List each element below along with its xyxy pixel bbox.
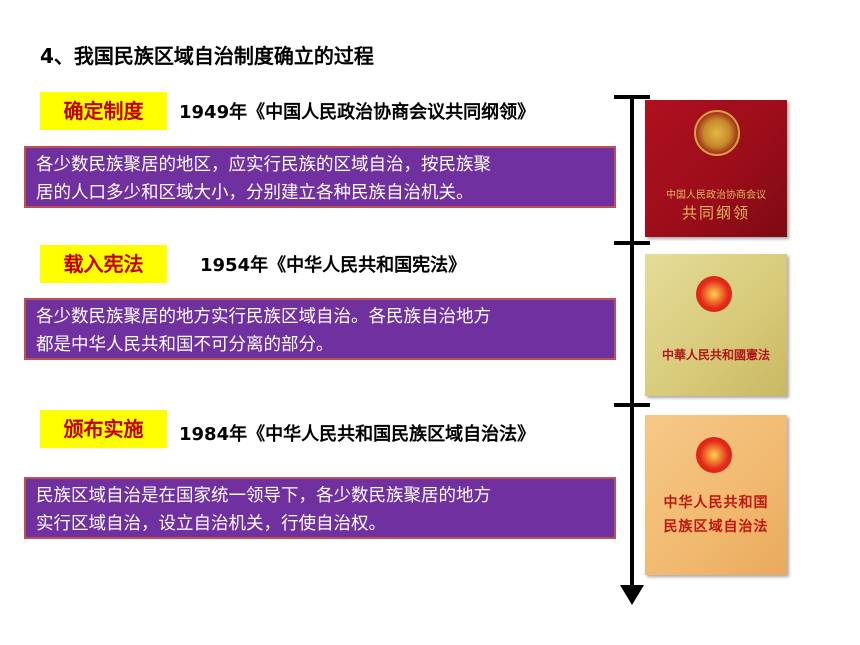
cover-title-line-1: 中国人民政治协商会议 [666,190,766,201]
stage-tag-1: 确定制度 [40,92,167,130]
stage-description-3: 民族区域自治是在国家统一领导下，各少数民族聚居的地方 实行区域自治，设立自治机关… [24,477,616,539]
page-title: 4、我国民族区域自治制度确立的过程 [40,44,374,68]
description-line: 都是中华人民共和国不可分离的部分。 [36,335,334,355]
national-emblem-icon [696,276,732,312]
timeline-axis [630,95,634,591]
timeline-tick-1 [614,95,650,99]
description-line: 实行区域自治，设立自治机关，行使自治权。 [36,514,386,534]
stage-tag-2: 载入宪法 [40,245,167,283]
cover-title-line-1: 中华人民共和国 [663,495,769,511]
stage-document-3: 1984年《中华人民共和国民族区域自治法》 [179,424,536,445]
description-line: 各少数民族聚居的地方实行民族区域自治。各民族自治地方 [36,307,491,327]
stage-tag-3: 颁布实施 [40,410,167,448]
description-line: 居的人口多少和区域大小，分别建立各种民族自治机关。 [36,183,474,203]
timeline-arrow-icon [620,585,644,605]
stage-document-2: 1954年《中华人民共和国宪法》 [200,255,467,276]
national-emblem-icon [694,110,740,156]
stage-description-2: 各少数民族聚居的地方实行民族区域自治。各民族自治地方 都是中华人民共和国不可分离… [24,298,616,360]
description-line: 各少数民族聚居的地区，应实行民族的区域自治，按民族聚 [36,155,491,175]
stage-document-1: 1949年《中国人民政治协商会议共同纲领》 [179,102,536,123]
book-cover-constitution: 中華人民共和國憲法 [645,254,787,396]
national-emblem-icon [696,437,732,473]
cover-title-line-1: 中華人民共和國憲法 [661,348,770,362]
timeline-tick-3 [614,403,650,407]
stage-description-1: 各少数民族聚居的地区，应实行民族的区域自治，按民族聚 居的人口多少和区域大小，分… [24,146,616,208]
book-cover-autonomy-law: 中华人民共和国 民族区域自治法 [645,415,787,575]
description-line: 民族区域自治是在国家统一领导下，各少数民族聚居的地方 [36,486,491,506]
cover-title-line-2: 民族区域自治法 [663,519,769,535]
book-cover-common-program: 中国人民政治协商会议 共同纲领 [645,100,787,237]
timeline-tick-2 [614,241,650,245]
cover-title-line-2: 共同纲领 [681,204,750,222]
